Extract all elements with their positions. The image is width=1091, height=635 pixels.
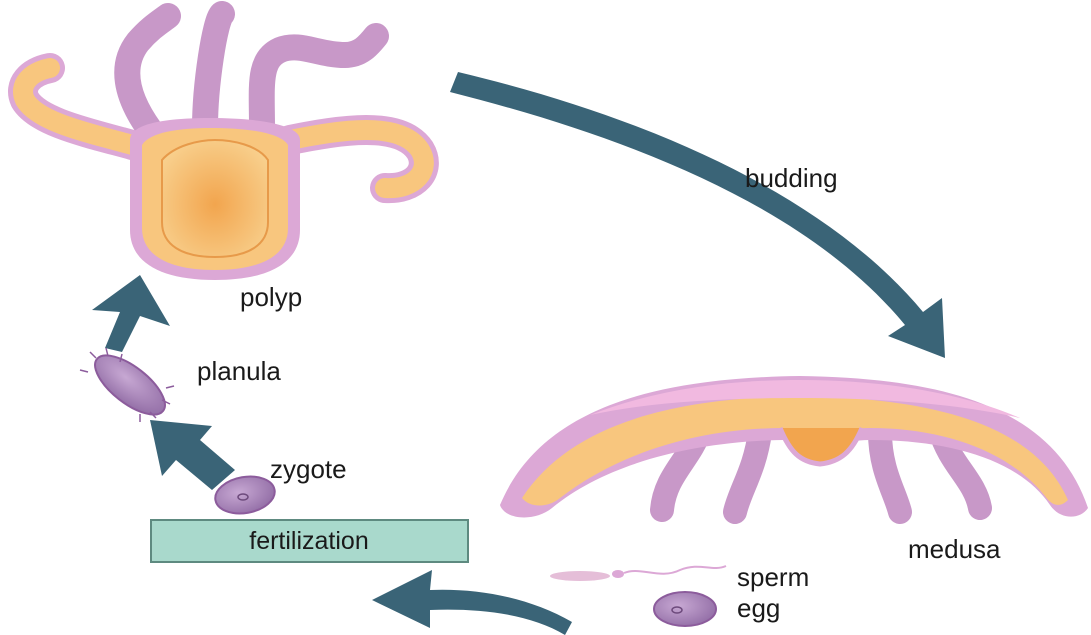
sperm-illustration [550,566,726,581]
polyp-tentacle-right [262,36,376,128]
zygote-to-planula-arrow [150,420,235,490]
planula-label: planula [197,356,281,386]
medusa-tentacle-3 [880,432,900,512]
polyp-gut [162,140,268,257]
fertilization-box: fertilization [151,520,468,562]
egg-label: egg [737,593,780,623]
polyp-illustration [23,14,424,280]
polyp-label: polyp [240,282,302,312]
polyp-tentacle-middle [205,14,222,128]
medusa-manubrium [780,428,862,464]
medusa-tentacle-2 [735,432,760,512]
polyp-arm-right-core [290,130,424,188]
zygote-label: zygote [270,454,347,484]
planula-illustration [80,345,174,425]
egg-illustration [654,592,716,626]
polyp-tentacle-left [127,16,168,130]
gametes-to-fertilization-arrow [372,570,572,635]
planula-to-polyp-arrow [92,275,170,352]
sperm-label: sperm [737,562,809,592]
medusa-label: medusa [908,534,1001,564]
budding-label: budding [745,163,838,193]
fertilization-label: fertilization [249,527,369,555]
medusa-illustration [500,376,1088,517]
budding-arrow [450,72,945,358]
